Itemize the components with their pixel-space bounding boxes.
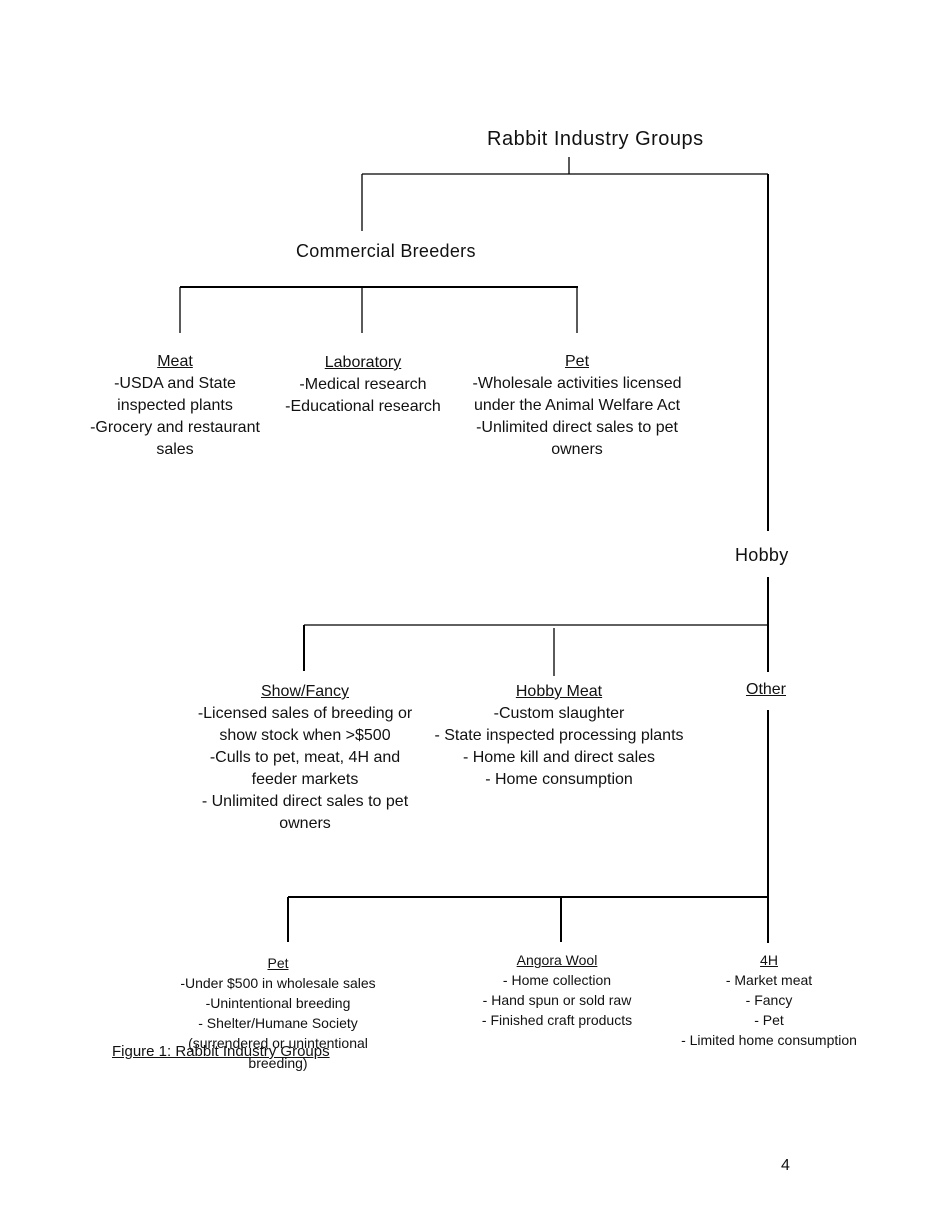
show-fancy-heading: Show/Fancy (260, 683, 350, 700)
meat-line: sales (156, 441, 194, 458)
commercial-pet-line: -Wholesale activities licensed (472, 375, 682, 392)
commercial-pet-line: owners (551, 441, 603, 458)
show-fancy-line: show stock when >$500 (219, 727, 391, 744)
meat-line: -Grocery and restaurant (90, 419, 260, 436)
figure-caption: Figure 1: Rabbit Industry Groups (112, 1043, 330, 1060)
show-fancy-line: - Unlimited direct sales to pet (201, 793, 409, 810)
other-pet-line: -Unintentional breeding (205, 995, 351, 1011)
laboratory-heading: Laboratory (324, 354, 402, 371)
meat-line: inspected plants (117, 397, 233, 414)
4h-line: - Limited home consumption (681, 1032, 857, 1048)
meat-heading: Meat (157, 353, 193, 370)
commercial-pet-heading: Pet (564, 353, 590, 370)
commercial-pet-line: -Unlimited direct sales to pet (476, 419, 678, 436)
other-pet-line: -Under $500 in wholesale sales (180, 975, 376, 991)
other-pet-line: breeding) (248, 1055, 308, 1071)
laboratory-line: -Medical research (299, 376, 427, 393)
commercial-pet-node: Pet -Wholesale activities licensed under… (473, 351, 682, 461)
other-pet-node: Pet -Under $500 in wholesale sales -Unin… (180, 953, 375, 1073)
meat-line: -USDA and State (114, 375, 236, 392)
hobby-meat-line: -Custom slaughter (493, 705, 625, 722)
page-number: 4 (781, 1157, 790, 1174)
4h-node: 4H - Market meat - Fancy - Pet - Limited… (681, 950, 857, 1050)
hobby-meat-line: - Home kill and direct sales (462, 749, 656, 766)
other-pet-line: - Shelter/Humane Society (198, 1015, 358, 1031)
4h-line: - Fancy (745, 992, 793, 1008)
other-pet-line: (surrendered or unintentional (188, 1035, 368, 1051)
show-fancy-line: -Licensed sales of breeding or (197, 705, 413, 722)
4h-heading: 4H (760, 952, 778, 968)
commercial-breeders-label: Commercial Breeders (296, 241, 476, 261)
other-node: Other (746, 679, 786, 701)
hobby-meat-line: - Home consumption (485, 771, 633, 788)
commercial-pet-line: under the Animal Welfare Act (473, 397, 681, 414)
show-fancy-line: -Culls to pet, meat, 4H and (209, 749, 401, 766)
angora-wool-line: - Finished craft products (481, 1012, 633, 1028)
hobby-meat-line: - State inspected processing plants (434, 727, 684, 744)
hobby-label: Hobby (735, 545, 789, 565)
angora-wool-heading: Angora Wool (516, 952, 598, 968)
laboratory-line: -Educational research (285, 398, 441, 415)
show-fancy-line: owners (279, 815, 331, 832)
hobby-meat-heading: Hobby Meat (515, 683, 603, 700)
show-fancy-node: Show/Fancy -Licensed sales of breeding o… (198, 681, 412, 835)
hobby-meat-node: Hobby Meat -Custom slaughter - State ins… (434, 681, 683, 791)
show-fancy-line: feeder markets (251, 771, 359, 788)
angora-wool-line: - Hand spun or sold raw (482, 992, 632, 1008)
4h-line: - Market meat (725, 972, 813, 988)
4h-line: - Pet (754, 1012, 784, 1028)
angora-wool-node: Angora Wool - Home collection - Hand spu… (482, 950, 632, 1030)
other-pet-heading: Pet (267, 955, 289, 971)
angora-wool-line: - Home collection (502, 972, 612, 988)
meat-node: Meat -USDA and State inspected plants -G… (90, 351, 260, 461)
other-heading: Other (745, 681, 787, 698)
diagram-title: Rabbit Industry Groups (487, 128, 704, 150)
laboratory-node: Laboratory -Medical research -Educationa… (285, 352, 441, 418)
